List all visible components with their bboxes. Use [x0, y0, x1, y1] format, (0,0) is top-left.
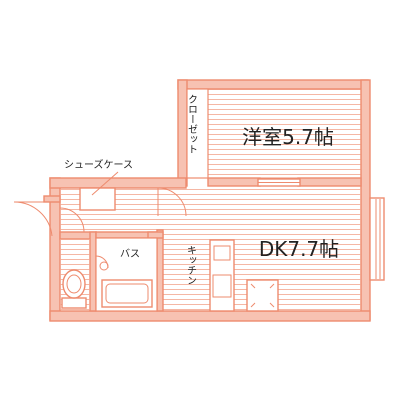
dk-door-swing: [157, 187, 187, 217]
western-room-name: 洋室: [242, 125, 282, 149]
dk-size: 7.7帖: [287, 237, 339, 261]
partition-wall: [207, 177, 362, 187]
bath-tap-icon: [99, 261, 109, 271]
svg-text:洋室5.7帖: 洋室5.7帖: [242, 125, 334, 149]
western-room-size: 5.7帖: [282, 125, 334, 149]
entrance-door-swing: [13, 201, 53, 237]
toilet-room: [60, 239, 90, 311]
entrance-area: シューズケース: [13, 158, 187, 237]
kitchen-sink-icon: [213, 245, 231, 261]
shoe-case-label: シューズケース: [64, 158, 133, 171]
toilet-bowl: [62, 269, 86, 299]
shoe-case: [79, 187, 116, 211]
toilet-door-swing: [59, 207, 85, 233]
toilet-tank: [61, 297, 87, 309]
outer-walls: [49, 79, 385, 322]
inner-walls: [59, 229, 164, 312]
dk-room: DK7.7帖: [157, 186, 361, 311]
kitchen: キッチン: [185, 239, 279, 312]
dk-name: DK: [259, 237, 288, 261]
bath-room: バス: [95, 237, 158, 312]
closet: クローゼット: [186, 88, 209, 179]
svg-text:DK7.7帖: DK7.7帖: [259, 237, 339, 261]
window-frame: [369, 197, 385, 281]
kitchen-label: キッチン: [185, 245, 196, 285]
closet-label: クローゼット: [186, 94, 198, 154]
shoe-case-leader: [91, 171, 119, 196]
western-room: 洋室5.7帖: [207, 88, 362, 179]
bath-label: バス: [120, 248, 140, 260]
